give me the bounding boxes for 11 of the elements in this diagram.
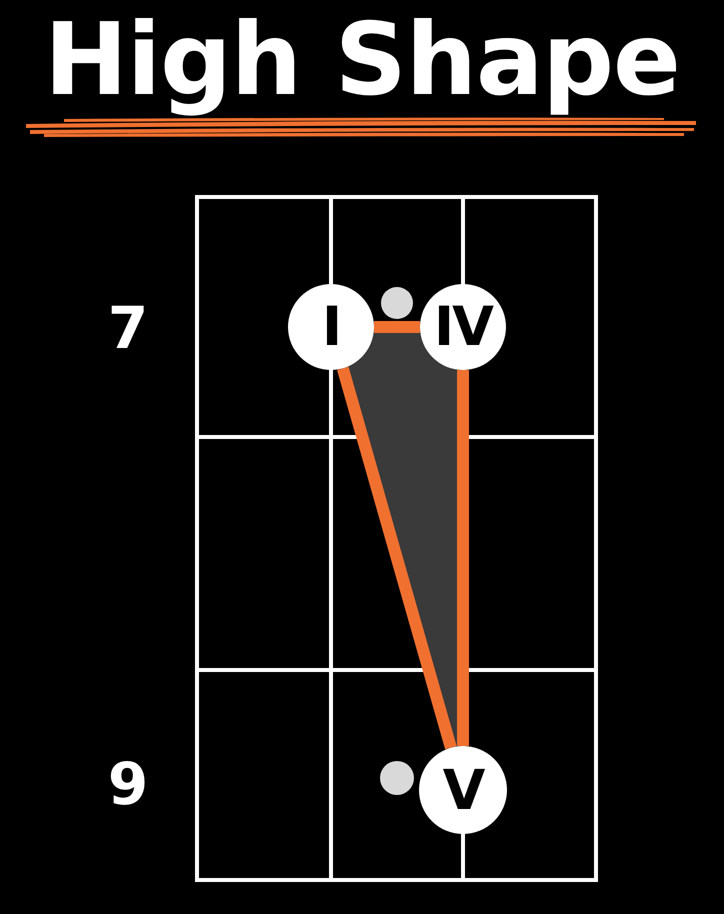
- interval-circle: V: [419, 746, 507, 834]
- connector-line: [337, 366, 457, 750]
- interval-circle: I: [288, 284, 374, 370]
- dot-icon: [380, 761, 414, 795]
- dot-icon: [381, 287, 413, 319]
- title: High Shape: [43, 0, 681, 120]
- fret-number: 9: [108, 755, 148, 813]
- interval-circle: IV: [420, 284, 506, 370]
- fret-number: 7: [108, 299, 148, 357]
- connector-line: [374, 321, 420, 333]
- connector-line: [457, 370, 469, 746]
